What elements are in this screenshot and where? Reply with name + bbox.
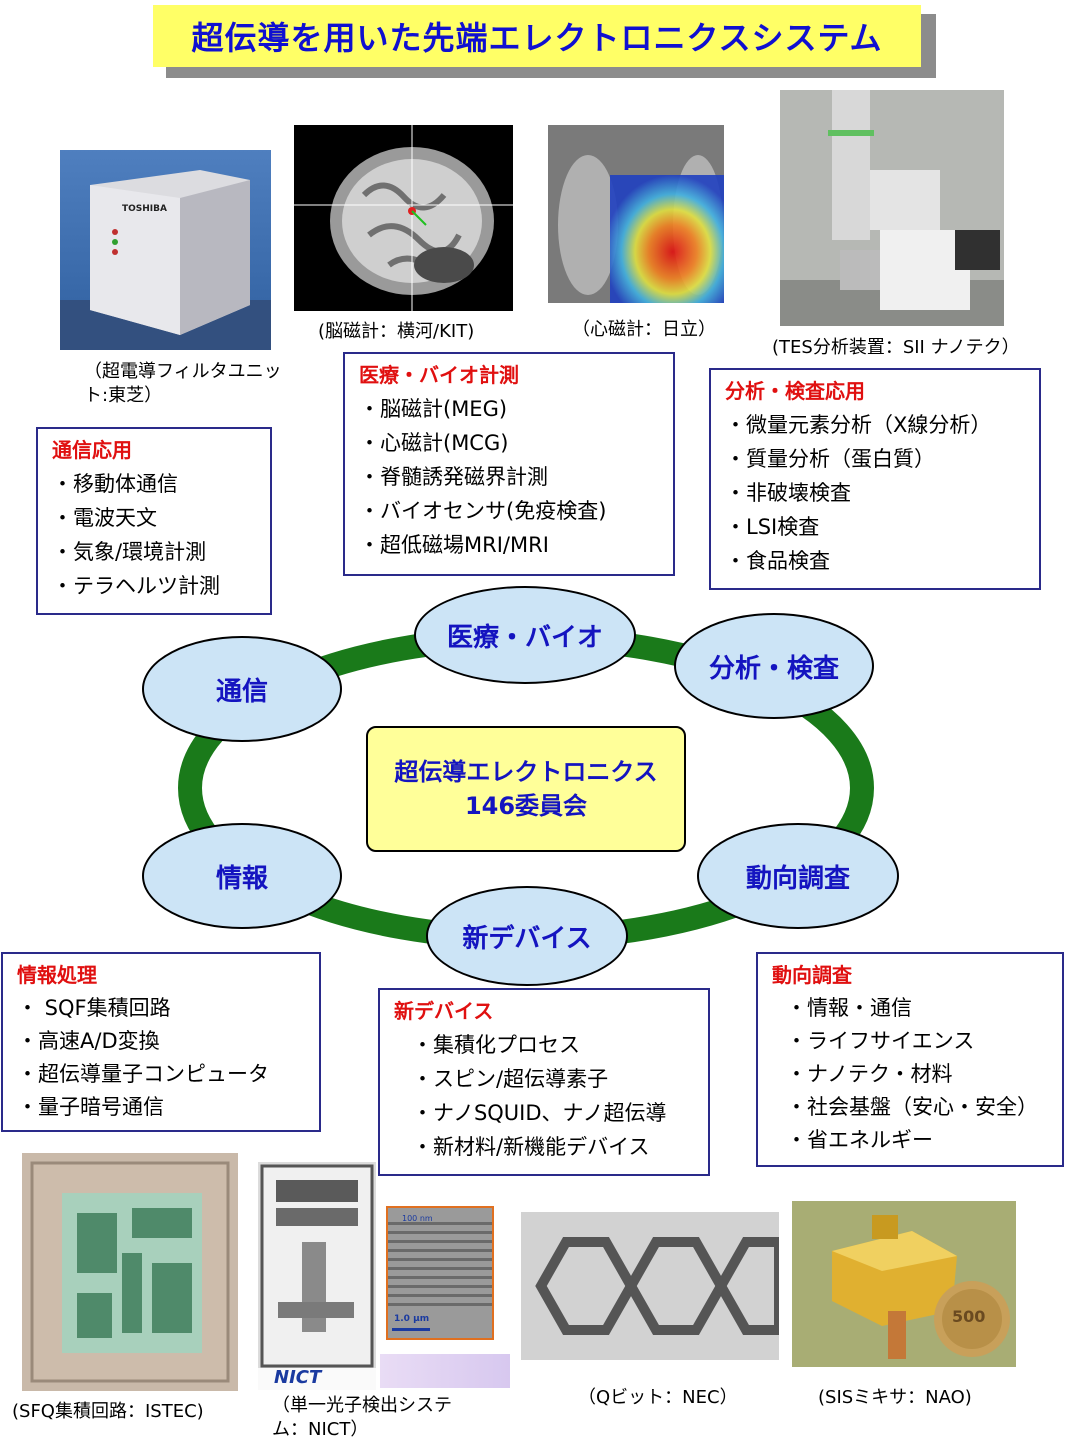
heart-map-image [548, 125, 724, 303]
medical-heading: 医療・バイオ計測 [359, 363, 519, 387]
analysis-item: ・LSI検査 [725, 515, 820, 539]
trend-item: ・情報・通信 [786, 996, 912, 1020]
trend-item: ・ナノテク・材料 [786, 1062, 953, 1086]
trend-item: ・社会基盤（安心・安全） [786, 1095, 1038, 1119]
device-item: ・ナノSQUID、ナノ超伝導 [412, 1101, 667, 1125]
sfq-photo [22, 1153, 238, 1391]
comm-box: 通信応用 ・移動体通信 ・電波天文 ・気象/環境計測 ・テラヘルツ計測 [36, 427, 272, 615]
sem-scale-top: 100 nm [402, 1214, 433, 1223]
node-device: 新デバイス [426, 886, 628, 986]
nict-logo: NICT [274, 1367, 322, 1388]
medical-box: 医療・バイオ計測 ・脳磁計(MEG) ・心磁計(MCG) ・脊髄誘発磁界計測 ・… [343, 352, 675, 576]
light-beam [380, 1354, 510, 1388]
trend-item: ・ライフサイエンス [786, 1029, 975, 1053]
center-committee: 超伝導エレクトロニクス 146委員会 [366, 726, 686, 852]
nict-system-image [258, 1164, 376, 1390]
brain-mri-image [294, 125, 513, 311]
trend-item: ・省エネルギー [786, 1128, 933, 1152]
analysis-item: ・食品検査 [725, 549, 830, 573]
comm-item: ・移動体通信 [52, 472, 178, 496]
comm-item: ・電波天文 [52, 506, 157, 530]
center-line-1: 超伝導エレクトロニクス [394, 758, 658, 786]
node-comm: 通信 [142, 636, 342, 742]
medical-item: ・脊髄誘発磁界計測 [359, 465, 548, 489]
meg-caption: (脳磁計：横河/KIT) [318, 321, 475, 342]
filter-unit-image [60, 170, 271, 350]
meg-photo [294, 125, 513, 311]
coin-value: 500 [952, 1307, 986, 1326]
info-box: 情報処理 ・ SQF集積回路 ・高速A/D変換 ・超伝導量子コンピュータ ・量子… [1, 952, 321, 1132]
filter-unit-photo: TOSHIBA [60, 150, 271, 350]
device-item: ・集積化プロセス [412, 1033, 580, 1057]
info-item: ・超伝導量子コンピュータ [17, 1062, 269, 1086]
comm-heading: 通信応用 [52, 438, 132, 462]
sis-mixer-image [792, 1201, 1016, 1367]
page-title: 超伝導を用いた先端エレクトロニクスシステム [153, 5, 921, 67]
analysis-item: ・微量元素分析（X線分析） [725, 413, 992, 437]
device-box: 新デバイス ・集積化プロセス ・スピン/超伝導素子 ・ナノSQUID、ナノ超伝導… [378, 988, 710, 1176]
comm-item: ・テラヘルツ計測 [52, 574, 220, 598]
comm-item: ・気象/環境計測 [52, 540, 207, 564]
sfq-chip-image [30, 1161, 230, 1383]
info-item: ・量子暗号通信 [17, 1095, 164, 1119]
device-item: ・新材料/新機能デバイス [412, 1135, 650, 1159]
sem-scale-bottom: 1.0 µm [394, 1314, 430, 1324]
medical-item: ・心磁計(MCG) [359, 431, 509, 455]
sis-photo: 500 [792, 1201, 1016, 1367]
trend-box: 動向調査 ・情報・通信 ・ライフサイエンス ・ナノテク・材料 ・社会基盤（安心・… [756, 952, 1064, 1167]
analysis-item: ・質量分析（蛋白質） [725, 447, 935, 471]
medical-item: ・脳磁計(MEG) [359, 397, 508, 421]
info-item: ・ SQF集積回路 [17, 996, 171, 1020]
tes-instrument-image [780, 90, 1004, 326]
center-line-2: 146委員会 [464, 792, 588, 820]
medical-item: ・超低磁場MRI/MRI [359, 533, 549, 557]
info-heading: 情報処理 [17, 963, 97, 987]
trend-heading: 動向調査 [772, 963, 852, 987]
qbit-image [521, 1212, 779, 1360]
device-item: ・スピン/超伝導素子 [412, 1067, 609, 1091]
analysis-box: 分析・検査応用 ・微量元素分析（X線分析） ・質量分析（蛋白質） ・非破壊検査 … [709, 368, 1041, 590]
sem-photo: 100 nm 1.0 µm [386, 1206, 494, 1340]
node-medical: 医療・バイオ [414, 586, 636, 684]
tes-caption: (TES分析装置：SII ナノテク） [772, 337, 1020, 358]
mcg-photo [548, 125, 724, 303]
sfq-caption: (SFQ集積回路：ISTEC) [12, 1401, 204, 1422]
node-trend: 動向調査 [697, 823, 899, 929]
nict-caption: （単一光子検出システム：NICT） [272, 1395, 452, 1440]
sis-caption: (SISミキサ：NAO) [818, 1387, 972, 1408]
analysis-heading: 分析・検査応用 [725, 379, 865, 403]
tes-photo [780, 90, 1004, 326]
nict-photo: NICT [258, 1162, 376, 1390]
sem-lines-image [388, 1208, 492, 1338]
analysis-item: ・非破壊検査 [725, 481, 851, 505]
qbit-caption: （Qビット：NEC） [578, 1387, 738, 1408]
filter-unit-caption: （超電導フィルタユニット:東芝） [84, 361, 282, 406]
node-analysis: 分析・検査 [674, 613, 874, 719]
node-info: 情報 [142, 823, 342, 929]
mcg-caption: （心磁計：日立） [572, 319, 716, 340]
info-item: ・高速A/D変換 [17, 1029, 160, 1053]
medical-item: ・バイオセンサ(免疫検査) [359, 499, 607, 523]
qbit-photo [521, 1212, 779, 1360]
device-heading: 新デバイス [394, 999, 494, 1023]
filter-unit-brand: TOSHIBA [122, 204, 167, 214]
